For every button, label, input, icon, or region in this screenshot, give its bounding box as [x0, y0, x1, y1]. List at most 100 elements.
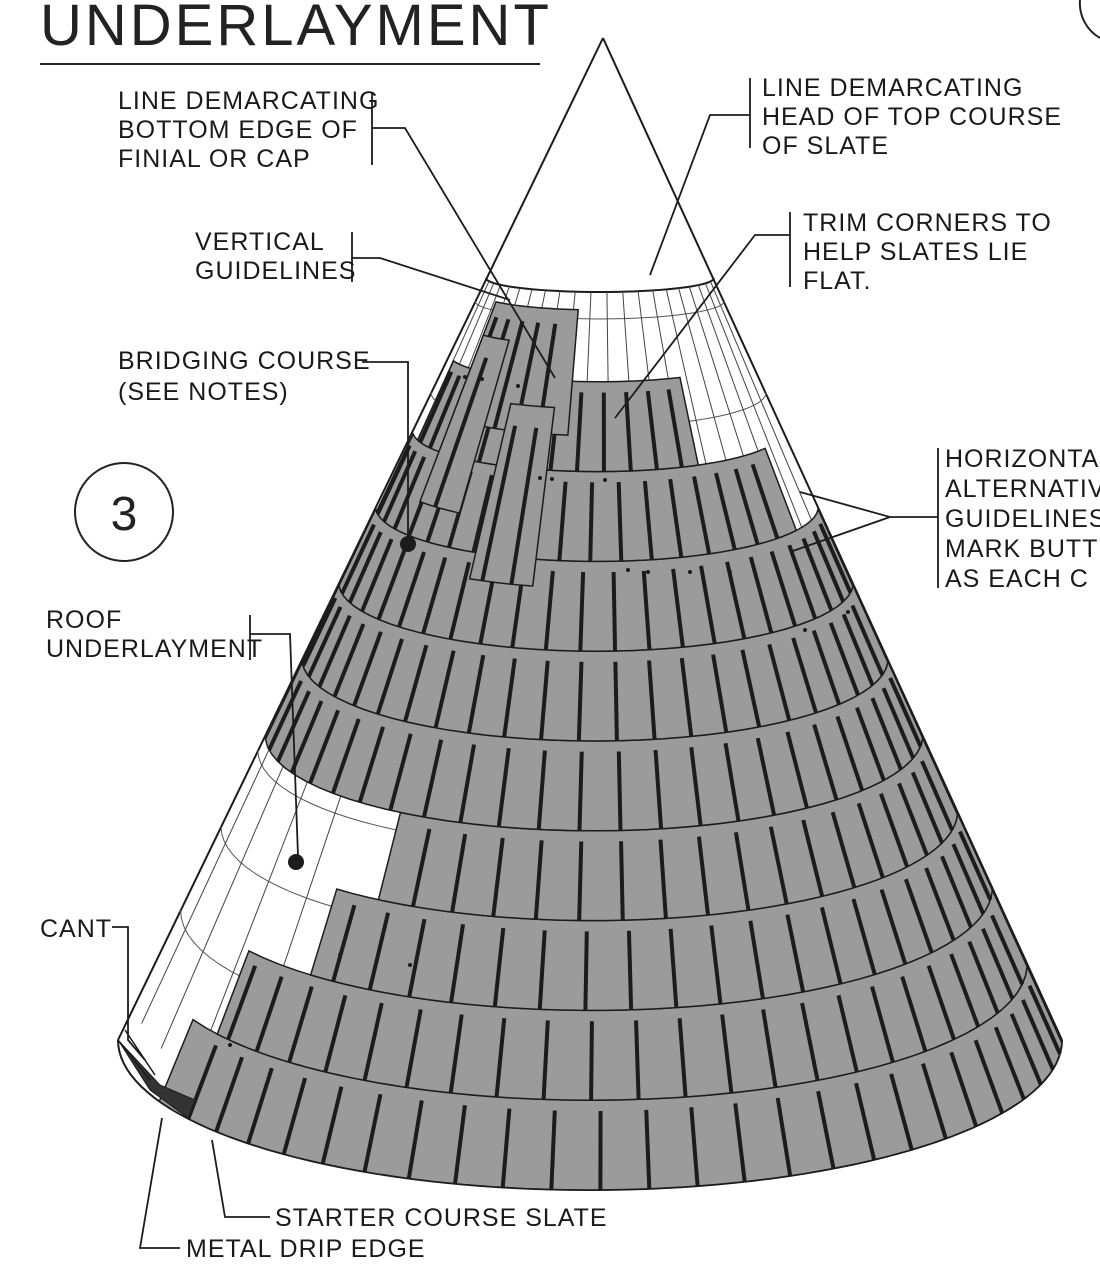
starter-course-label: STARTER COURSE SLATE — [275, 1204, 608, 1232]
slate-joint — [748, 556, 774, 634]
leader-line — [211, 1139, 270, 1218]
slate-joint — [653, 749, 664, 829]
horizontal-guidelines-label: ALTERNATIVE — [945, 475, 1100, 503]
slate-joint — [433, 357, 489, 508]
slate-joint — [791, 637, 818, 714]
slate-joint — [645, 390, 659, 470]
slate-joint — [287, 985, 314, 1063]
slate-joint — [725, 561, 747, 640]
slate-joint — [362, 1093, 383, 1173]
head-top-course-label: OF SLATE — [762, 132, 889, 160]
slate-joint — [589, 1021, 594, 1101]
slate-joint — [769, 550, 798, 627]
leader-line — [112, 926, 146, 1061]
slate-joint — [466, 654, 486, 734]
slate-joint — [642, 480, 654, 560]
slate-joint — [767, 643, 792, 721]
slate-joint — [689, 747, 703, 826]
slate-joint — [214, 1056, 244, 1133]
slate-joint — [888, 677, 923, 748]
slate-joint — [981, 927, 1015, 1000]
slate-joint — [577, 751, 584, 831]
vertical-guidelines-label: VERTICAL — [195, 228, 325, 256]
slate-joint — [624, 391, 633, 472]
slate-joint — [433, 650, 456, 729]
leader-line — [249, 615, 299, 857]
nail-dot — [480, 377, 484, 381]
slate-joint — [924, 867, 956, 941]
slate-joint — [306, 606, 343, 678]
cone-roof — [117, 37, 1063, 1192]
slate-joint — [1027, 984, 1062, 1055]
slate-joint — [388, 733, 413, 811]
slate-joint — [740, 649, 762, 728]
slate-joint — [668, 928, 679, 1008]
bridging-marker — [400, 536, 416, 552]
slate-joint — [613, 661, 619, 741]
nail-dot — [846, 610, 850, 614]
slate-joint — [281, 1077, 308, 1155]
slate-joint — [958, 830, 993, 901]
bridging-course-label: BRIDGING COURSE — [118, 347, 371, 375]
slate-joint — [583, 931, 589, 1011]
slate-joint — [714, 472, 737, 550]
slate-joint — [836, 994, 859, 1073]
slate-joint — [949, 1051, 979, 1127]
slate-joint — [406, 1100, 424, 1179]
slate-joint — [819, 906, 843, 985]
slate-joint — [785, 731, 809, 809]
slate-joint — [404, 1009, 423, 1088]
slate-joint — [367, 912, 391, 991]
diagram-title: UNDERLAYMENT — [40, 0, 552, 58]
metal-drip-edge — [117, 1039, 196, 1119]
slate-joint — [711, 654, 729, 733]
bridging-course-label: (SEE NOTES) — [118, 378, 289, 406]
slate-joint — [289, 700, 324, 774]
slate-joint — [658, 839, 668, 919]
detail-number-circle — [74, 462, 174, 562]
slate-joint — [492, 927, 506, 1007]
slate-joint — [471, 474, 494, 553]
slate-joint — [835, 715, 865, 792]
slate-joint — [689, 1107, 700, 1187]
leader-line — [362, 361, 409, 538]
slate-joint — [990, 914, 1025, 986]
slate-joint — [588, 482, 595, 562]
cant-label: CANT — [40, 915, 112, 943]
slate-joint — [376, 545, 408, 621]
slate-joint — [403, 644, 429, 722]
slate-joint — [491, 837, 505, 917]
slate-joint — [375, 444, 412, 515]
slate-joint — [577, 841, 584, 921]
nail-dot — [688, 570, 692, 574]
leader-line — [371, 92, 556, 379]
slate-joint — [539, 660, 550, 740]
slate-joint — [254, 976, 284, 1053]
slate-joint — [879, 888, 908, 965]
slate-joint — [492, 320, 525, 429]
slate-joint — [458, 744, 477, 823]
leader-line — [351, 232, 511, 301]
finial-label: BOTTOM EDGE OF — [118, 116, 358, 144]
slate-joint — [616, 751, 623, 831]
nail-dot — [803, 628, 807, 632]
slate-joint — [800, 1002, 820, 1081]
slate-joint — [812, 724, 839, 801]
detail-number: 3 — [111, 488, 138, 541]
vertical-guideline — [141, 749, 270, 1024]
slate-joint — [879, 793, 910, 868]
finial-label: LINE DEMARCATING — [118, 87, 379, 115]
trim-corners-label: FLAT. — [803, 267, 871, 295]
leader-line — [138, 1117, 180, 1249]
trim-corners-label: HELP SLATES LIE — [803, 238, 1028, 266]
slate-joint — [453, 1104, 467, 1184]
slate-joint — [755, 737, 777, 816]
slate-joint — [382, 450, 418, 523]
slate-joint — [926, 965, 956, 1041]
slate-joint — [854, 1082, 877, 1161]
slate-joint — [696, 836, 710, 916]
nail-dot — [516, 384, 520, 388]
slate-joint — [889, 1073, 914, 1151]
slate-joint — [267, 680, 303, 751]
